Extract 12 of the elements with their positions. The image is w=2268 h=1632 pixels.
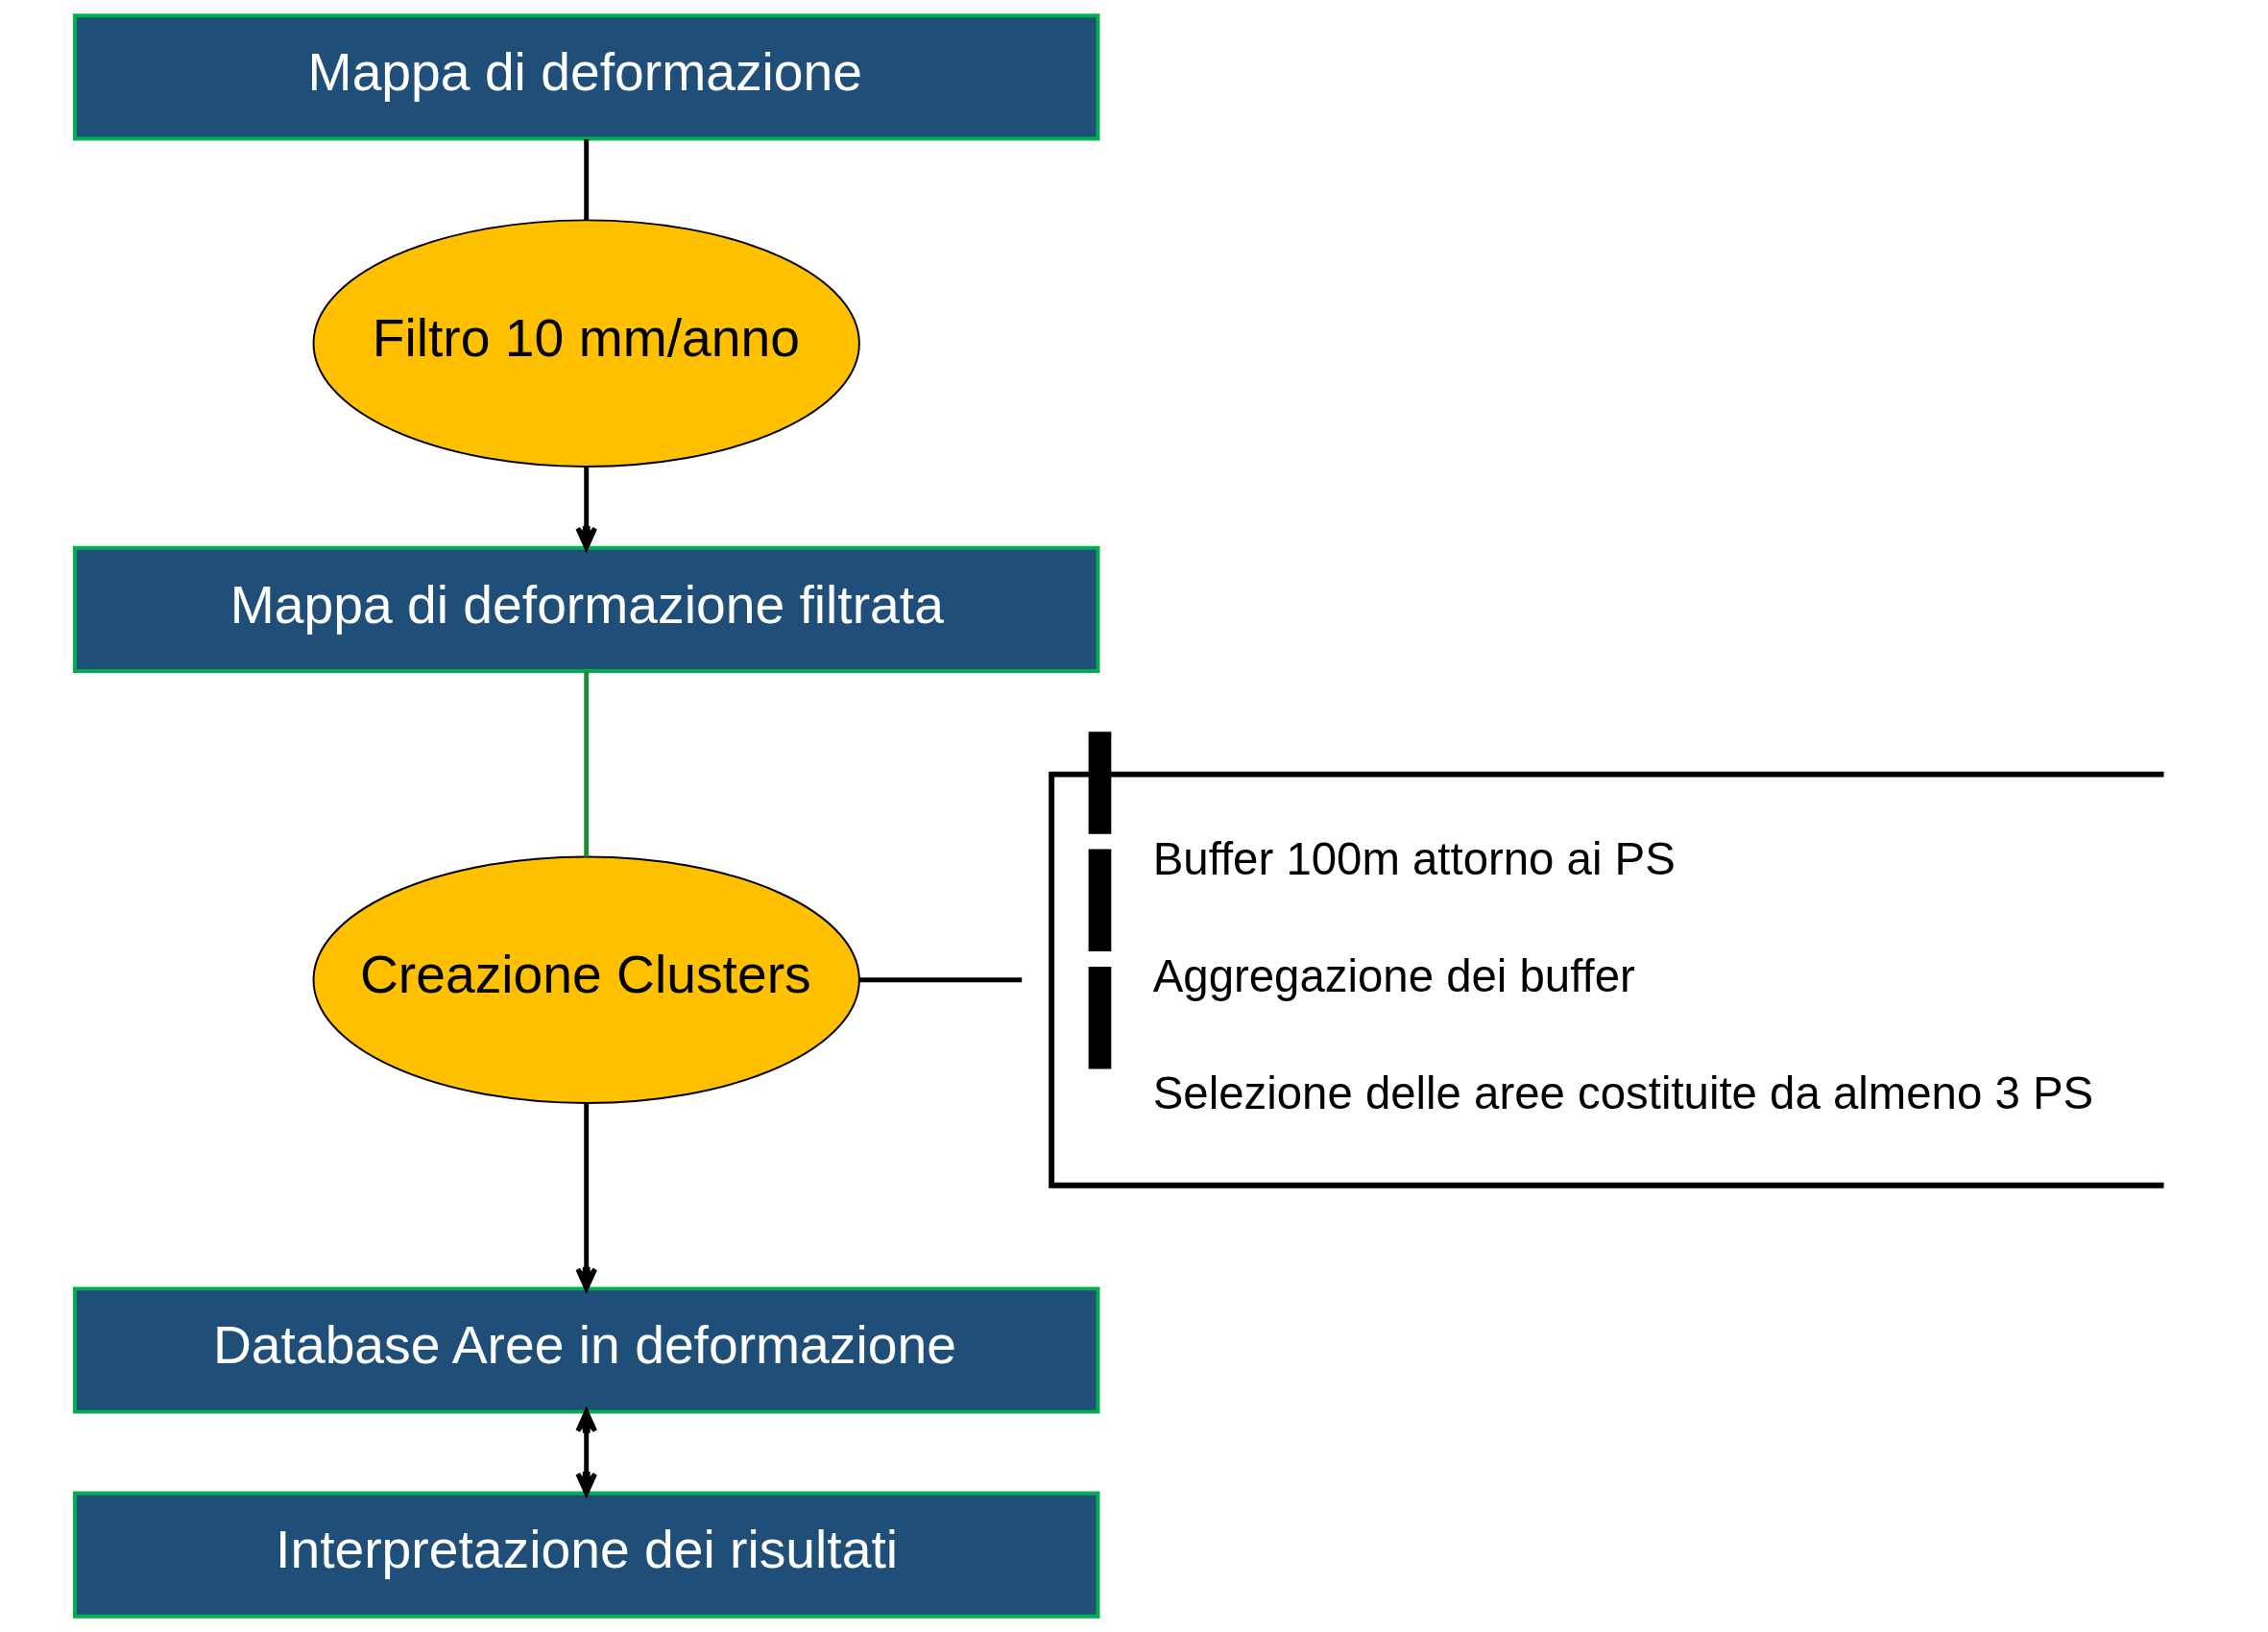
- node-box: Database Aree in deformazione: [72, 1286, 1100, 1414]
- arrow: [575, 1409, 598, 1496]
- node-box: Interpretazione dei risultati: [72, 1491, 1100, 1619]
- connector: [584, 139, 590, 221]
- node-ellipse: Creazione Clusters: [312, 855, 860, 1104]
- connector: [859, 977, 1023, 983]
- arrow: [575, 1103, 598, 1291]
- node-box: Mappa di deformazione filtrata: [72, 545, 1100, 673]
- node-ellipse: Filtro 10 mm/anno: [312, 219, 860, 468]
- node-box: Mappa di deformazione: [72, 13, 1100, 141]
- arrow: [575, 467, 598, 550]
- connector: [584, 671, 590, 857]
